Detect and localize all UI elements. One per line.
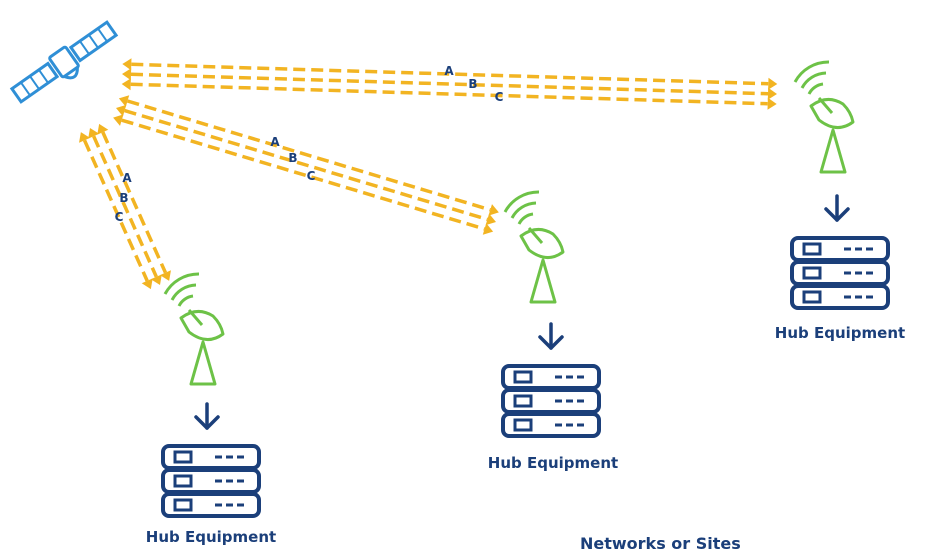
link-3-arrowhead-start-1 (122, 58, 132, 71)
server-rack-icon (163, 446, 259, 516)
link-3-beam-2 (130, 72, 769, 96)
link-3-arrowhead-end-1 (768, 77, 778, 90)
link-1-arrowhead-end-2 (150, 274, 162, 285)
link-2-label-c: C (306, 169, 316, 183)
link-3-label-b: B (468, 77, 478, 91)
site-2-hub-label: Hub Equipment (487, 454, 619, 472)
link-2-arrowhead-end-3 (482, 223, 494, 235)
link-1-arrowhead-end-1 (159, 270, 171, 281)
arrow-down-icon (824, 194, 850, 222)
link-1-beam-1 (101, 131, 168, 274)
link-1-label-a: A (122, 171, 132, 185)
link-3-arrowhead-start-3 (121, 78, 131, 91)
site-3-hub-label: Hub Equipment (774, 324, 906, 342)
link-3-arrowhead-end-3 (767, 97, 777, 110)
link-3-label-a: A (444, 64, 454, 78)
link-1-arrowhead-start-2 (88, 128, 100, 139)
link-1-label-b: B (119, 191, 129, 205)
beam-links (79, 58, 778, 290)
link-2-arrowhead-start-3 (113, 114, 124, 126)
link-2-beam-2 (124, 108, 488, 222)
satellite-dish-icon (793, 60, 855, 174)
link-2-beam-3 (121, 118, 486, 231)
site-1-antenna (163, 272, 225, 386)
link-3-arrowhead-start-2 (122, 68, 132, 81)
arrow-down-icon (538, 322, 564, 350)
link-2-label-a: A (270, 135, 280, 149)
link-2-arrowhead-end-2 (485, 213, 496, 226)
link-1-label-c: C (114, 210, 124, 224)
site-1-hub-label: Hub Equipment (145, 528, 277, 546)
link-2-label-b: B (288, 151, 298, 165)
satellite-dish-icon (163, 272, 225, 386)
link-3-label-c: C (494, 90, 504, 104)
link-2-arrowhead-start-1 (118, 95, 130, 107)
satellite-icon (9, 20, 119, 104)
link-2-arrowhead-start-2 (116, 104, 127, 117)
link-3-beam-1 (131, 62, 769, 86)
link-3-arrowhead-end-2 (767, 87, 777, 100)
link-1-beam-3 (82, 139, 149, 282)
arrow-down-icon (194, 402, 220, 430)
link-2-beam-1 (126, 99, 491, 212)
link-1-beam-2 (92, 135, 158, 278)
networks-label: Networks or Sites (580, 534, 741, 553)
satellite-dish-icon (503, 190, 565, 304)
server-rack-icon (503, 366, 599, 436)
site-3-antenna (793, 60, 855, 174)
server-rack-icon (792, 238, 888, 308)
site-2-antenna (503, 190, 565, 304)
link-1-arrowhead-start-1 (97, 123, 109, 135)
link-1-arrowhead-end-3 (141, 278, 153, 290)
link-3-beam-3 (130, 82, 768, 106)
link-1-arrowhead-start-3 (79, 132, 91, 143)
link-2-arrowhead-end-1 (488, 204, 499, 216)
